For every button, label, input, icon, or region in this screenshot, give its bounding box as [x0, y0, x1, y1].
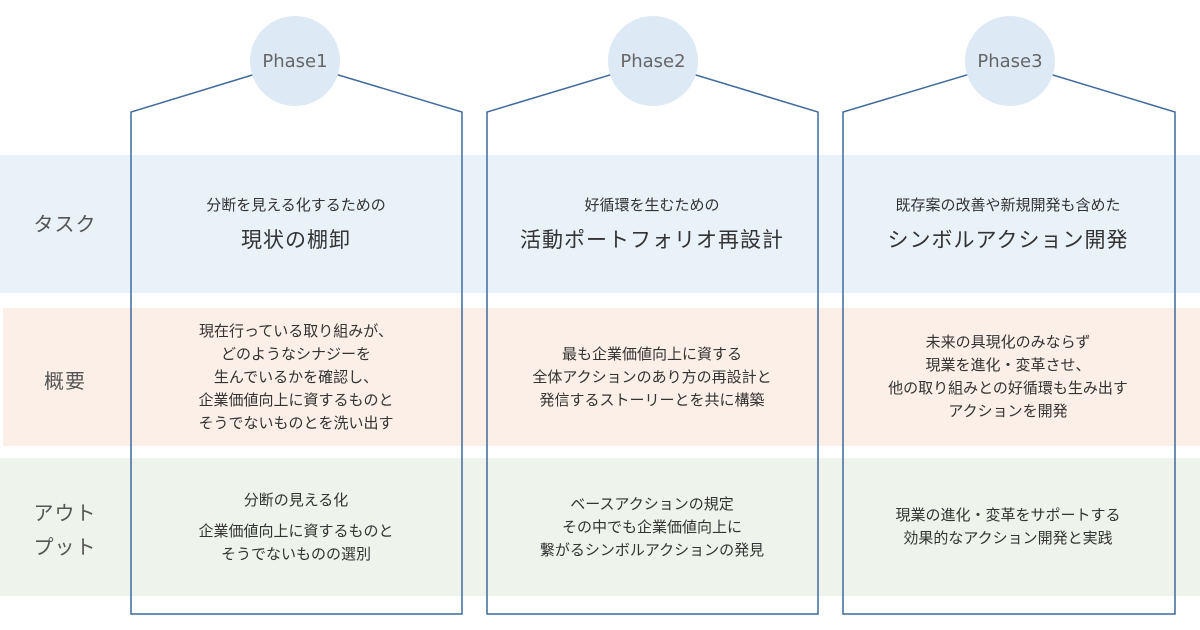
phase3-output-line: 現業の進化・変革をサポートする — [895, 506, 1121, 524]
phase3-overview-line: 現業を進化・変革させ、 — [925, 356, 1091, 374]
phase1-task-main: 現状の棚卸 — [241, 228, 351, 252]
phase1-task-cell: 分断を見える化するための 現状の棚卸 — [131, 155, 461, 293]
phase2-task-sub: 好循環を生むための — [584, 196, 720, 214]
phase3-overview-line: 他の取り組みとの好循環も生み出す — [888, 379, 1128, 397]
phase2-circle: Phase2 — [608, 16, 698, 106]
phase2-overview-line: 全体アクションのあり方の再設計と — [532, 367, 772, 386]
phase2-task-main: 活動ポートフォリオ再設計 — [520, 228, 784, 252]
phase1-output-line: 分断の見える化 — [243, 490, 349, 509]
phase3-overview-line: 未来の具現化のみならず — [925, 333, 1091, 351]
phase1-overview-cell: 現在行っている取り組みが、 どのようなシナジーを 生んでいるかを確認し、 企業価… — [131, 308, 461, 446]
phase3-output-line: 効果的なアクション開発と実践 — [903, 529, 1113, 547]
phase3-overview-cell: 未来の具現化のみならず 現業を進化・変革させ、 他の取り組みとの好循環も生み出す… — [843, 308, 1173, 446]
phase3-task-cell: 既存案の改善や新規開発も含めた シンボルアクション開発 — [843, 155, 1173, 293]
phase2-output-line: ベースアクションの規定 — [570, 494, 734, 513]
row-label-output-line2: プット — [33, 535, 97, 559]
phase1-overview-line: 現在行っている取り組みが、 — [199, 321, 393, 340]
row-label-output: アウト プット — [0, 496, 130, 564]
phase1-output-line: 企業価値向上に資するものと — [198, 521, 394, 540]
phase1-circle: Phase1 — [250, 16, 340, 106]
row-label-task: タスク — [33, 212, 97, 236]
phase1-output-cell: 分断の見える化 企業価値向上に資するものと そうでないものの選別 — [131, 458, 461, 596]
phase2-output-line: 繋がるシンボルアクションの発見 — [539, 540, 765, 559]
phase1-overview-line: どのようなシナジーを — [220, 344, 371, 363]
row-label-output-line1: アウト — [33, 501, 97, 525]
phase1-overview-line: 企業価値向上に資するものと — [198, 390, 394, 409]
phase2-overview-cell: 最も企業価値向上に資する 全体アクションのあり方の再設計と 発信するストーリーと… — [487, 308, 817, 446]
row-label-overview: 概要 — [44, 369, 86, 393]
phase3-overview-line: アクションを開発 — [948, 402, 1068, 420]
phase3-circle: Phase3 — [965, 16, 1055, 106]
phase1-overview-line: 生んでいるかを確認し、 — [213, 367, 379, 386]
phase2-task-cell: 好循環を生むための 活動ポートフォリオ再設計 — [487, 155, 817, 293]
phase1-output-line: そうでないものの選別 — [220, 544, 371, 563]
phase1-overview-line: そうでないものとを洗い出す — [198, 413, 394, 432]
phase2-output-line: その中でも企業価値向上に — [561, 517, 742, 536]
phase3-task-sub: 既存案の改善や新規開発も含めた — [895, 196, 1121, 214]
phase3-task-main: シンボルアクション開発 — [887, 228, 1129, 252]
phase2-overview-line: 発信するストーリーとを共に構築 — [539, 390, 765, 409]
phase3-output-cell: 現業の進化・変革をサポートする 効果的なアクション開発と実践 — [843, 458, 1173, 596]
phase2-overview-line: 最も企業価値向上に資する — [561, 344, 742, 363]
phase1-task-sub: 分断を見える化するための — [206, 196, 386, 214]
phase2-output-cell: ベースアクションの規定 その中でも企業価値向上に 繋がるシンボルアクションの発見 — [487, 458, 817, 596]
